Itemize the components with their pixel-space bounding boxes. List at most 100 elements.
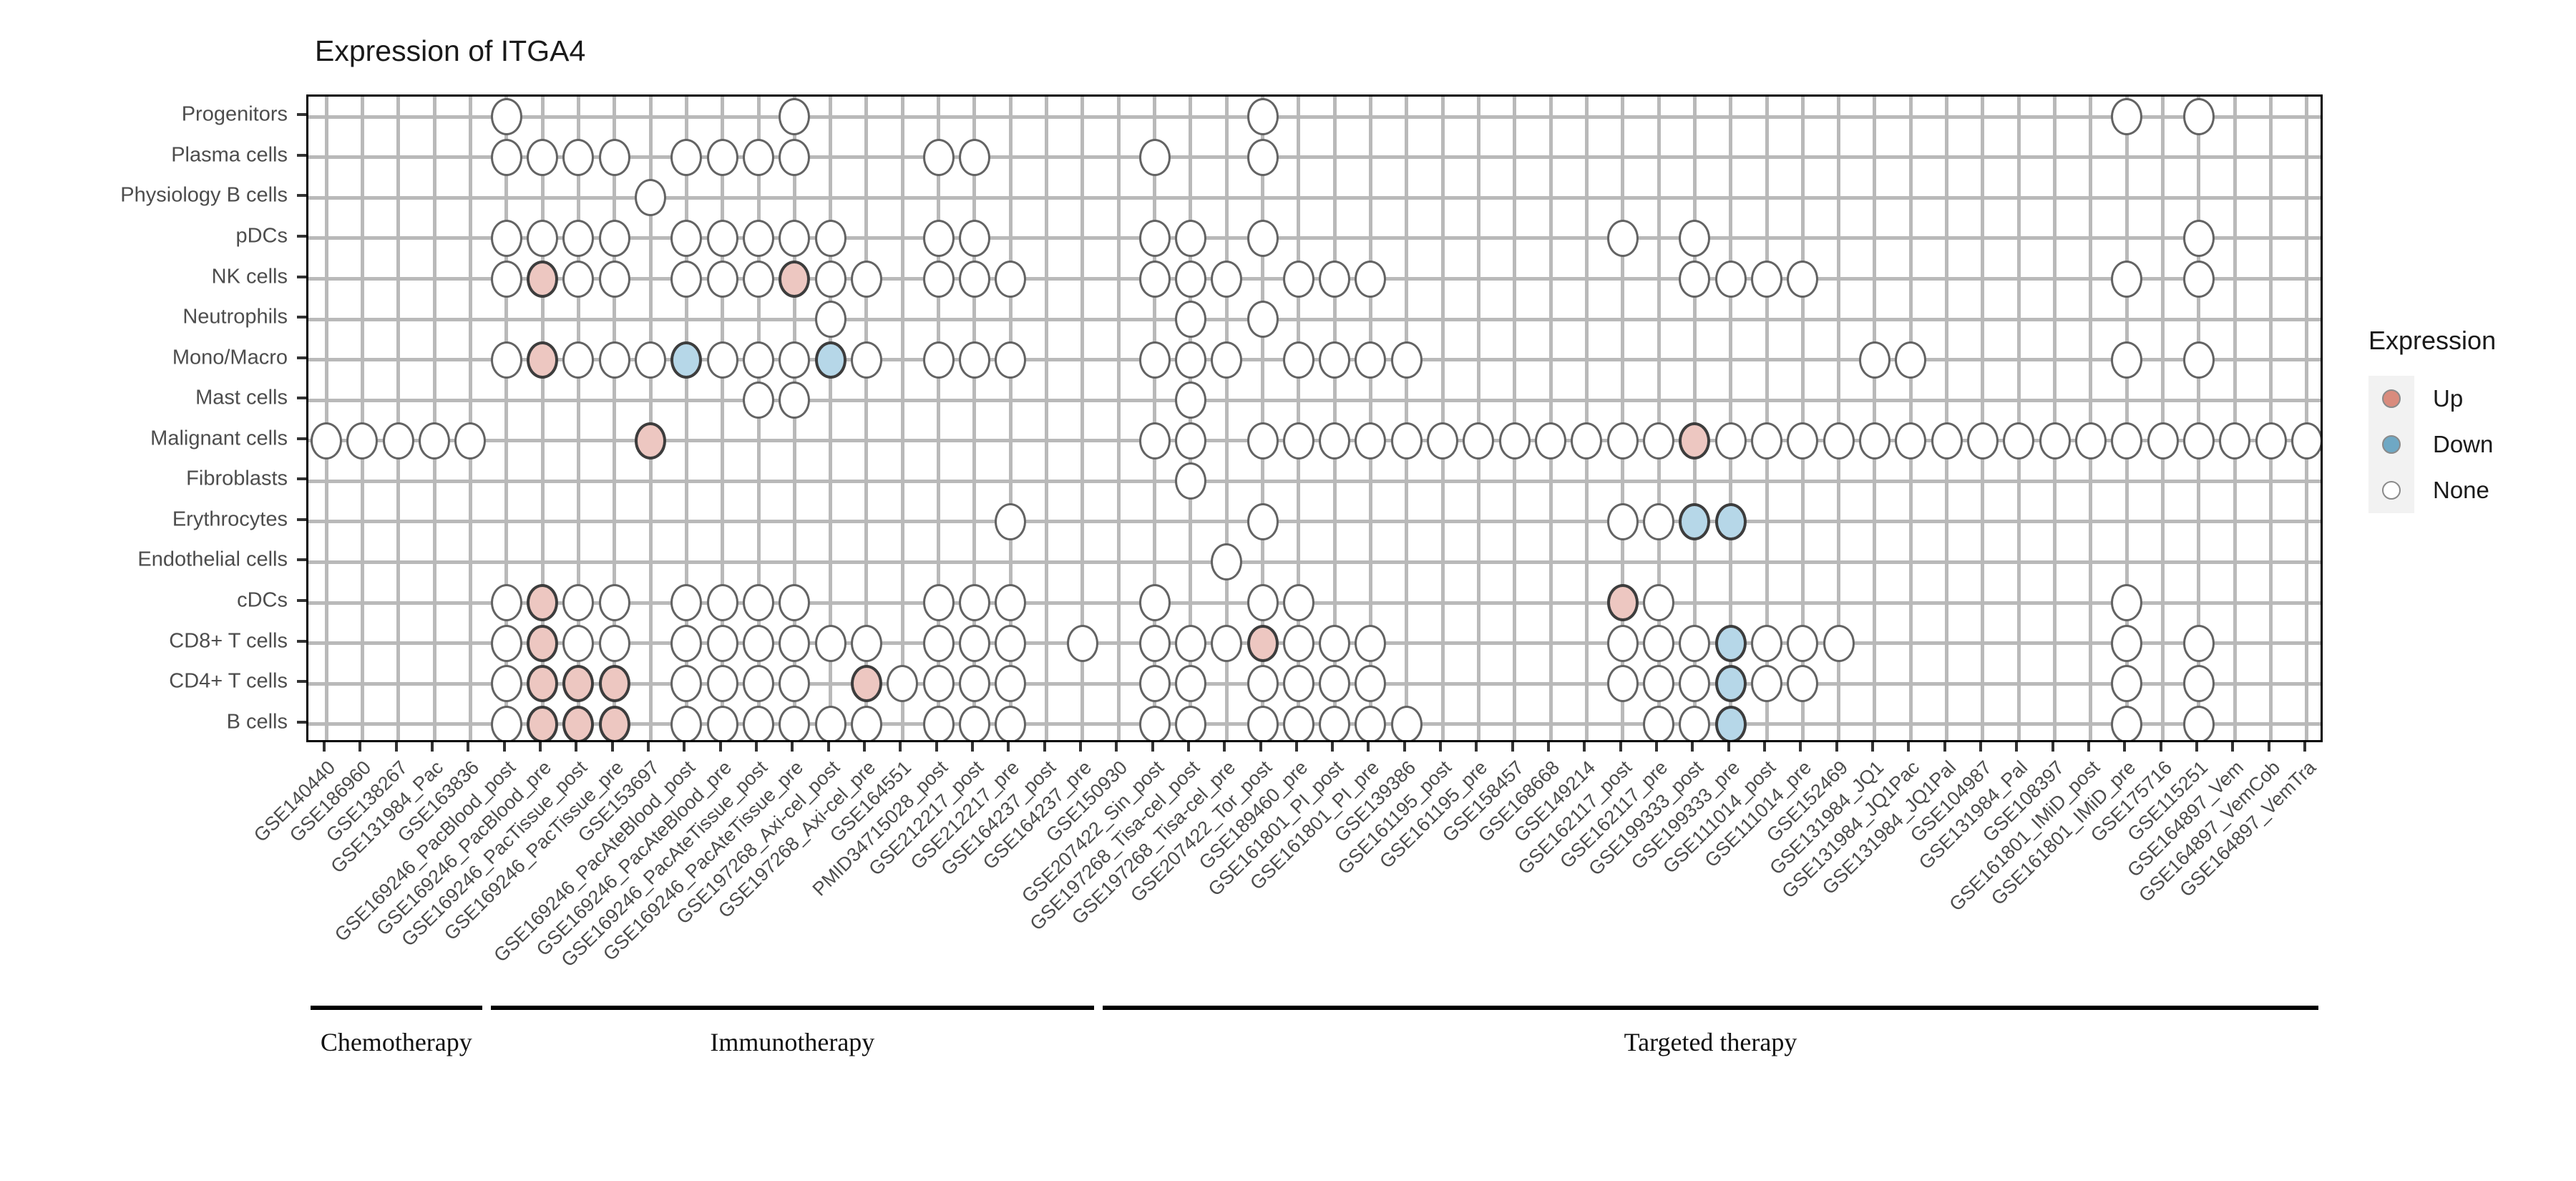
data-point[interactable] <box>1463 422 1495 460</box>
data-point[interactable] <box>1319 341 1351 379</box>
data-point[interactable] <box>346 422 379 460</box>
data-point[interactable] <box>1751 624 1783 662</box>
data-point[interactable] <box>706 260 738 298</box>
data-point[interactable] <box>1319 624 1351 662</box>
data-point[interactable] <box>1714 502 1747 540</box>
data-point[interactable] <box>706 665 738 703</box>
data-point[interactable] <box>1174 219 1206 257</box>
data-point[interactable] <box>779 584 811 622</box>
data-point[interactable] <box>527 584 559 622</box>
data-point[interactable] <box>490 98 522 136</box>
data-point[interactable] <box>670 665 703 703</box>
data-point[interactable] <box>1751 260 1783 298</box>
data-point[interactable] <box>1931 422 1963 460</box>
data-point[interactable] <box>995 624 1027 662</box>
data-point[interactable] <box>1246 98 1279 136</box>
data-point[interactable] <box>995 502 1027 540</box>
data-point[interactable] <box>1390 705 1423 740</box>
data-point[interactable] <box>2111 260 2143 298</box>
data-point[interactable] <box>562 260 595 298</box>
data-point[interactable] <box>2074 422 2107 460</box>
data-point[interactable] <box>1211 624 1243 662</box>
data-point[interactable] <box>922 584 955 622</box>
data-point[interactable] <box>1174 260 1206 298</box>
data-point[interactable] <box>1535 422 1567 460</box>
data-point[interactable] <box>706 584 738 622</box>
data-point[interactable] <box>1427 422 1459 460</box>
data-point[interactable] <box>779 341 811 379</box>
data-point[interactable] <box>779 260 811 298</box>
data-point[interactable] <box>1714 260 1747 298</box>
data-point[interactable] <box>1319 422 1351 460</box>
data-point[interactable] <box>1246 301 1279 339</box>
data-point[interactable] <box>2039 422 2071 460</box>
data-point[interactable] <box>1787 624 1819 662</box>
data-point[interactable] <box>1246 502 1279 540</box>
data-point[interactable] <box>490 138 522 176</box>
data-point[interactable] <box>1319 260 1351 298</box>
data-point[interactable] <box>598 219 630 257</box>
data-point[interactable] <box>1643 422 1675 460</box>
data-point[interactable] <box>2182 341 2215 379</box>
data-point[interactable] <box>922 219 955 257</box>
legend-item[interactable]: None <box>2368 467 2496 513</box>
data-point[interactable] <box>1066 624 1098 662</box>
data-point[interactable] <box>1751 422 1783 460</box>
data-point[interactable] <box>1858 341 1890 379</box>
data-point[interactable] <box>1498 422 1531 460</box>
data-point[interactable] <box>850 260 882 298</box>
data-point[interactable] <box>1390 341 1423 379</box>
data-point[interactable] <box>850 665 882 703</box>
data-point[interactable] <box>1174 341 1206 379</box>
data-point[interactable] <box>1643 584 1675 622</box>
data-point[interactable] <box>598 584 630 622</box>
data-point[interactable] <box>1174 301 1206 339</box>
data-point[interactable] <box>922 705 955 740</box>
data-point[interactable] <box>2111 422 2143 460</box>
data-point[interactable] <box>598 705 630 740</box>
data-point[interactable] <box>1643 665 1675 703</box>
data-point[interactable] <box>1679 665 1711 703</box>
data-point[interactable] <box>1138 422 1171 460</box>
data-point[interactable] <box>1606 624 1639 662</box>
data-point[interactable] <box>1679 219 1711 257</box>
data-point[interactable] <box>2182 665 2215 703</box>
data-point[interactable] <box>2219 422 2251 460</box>
data-point[interactable] <box>1714 705 1747 740</box>
data-point[interactable] <box>490 341 522 379</box>
data-point[interactable] <box>814 301 847 339</box>
data-point[interactable] <box>490 705 522 740</box>
data-point[interactable] <box>922 341 955 379</box>
data-point[interactable] <box>706 624 738 662</box>
data-point[interactable] <box>635 341 667 379</box>
data-point[interactable] <box>1138 341 1171 379</box>
data-point[interactable] <box>1246 705 1279 740</box>
data-point[interactable] <box>995 705 1027 740</box>
data-point[interactable] <box>2147 422 2179 460</box>
data-point[interactable] <box>922 665 955 703</box>
data-point[interactable] <box>1138 260 1171 298</box>
data-point[interactable] <box>1282 705 1314 740</box>
data-point[interactable] <box>779 381 811 419</box>
data-point[interactable] <box>814 341 847 379</box>
data-point[interactable] <box>1390 422 1423 460</box>
data-point[interactable] <box>2111 624 2143 662</box>
data-point[interactable] <box>311 422 343 460</box>
data-point[interactable] <box>958 138 990 176</box>
data-point[interactable] <box>779 219 811 257</box>
data-point[interactable] <box>1606 584 1639 622</box>
data-point[interactable] <box>1751 665 1783 703</box>
data-point[interactable] <box>814 705 847 740</box>
data-point[interactable] <box>670 705 703 740</box>
data-point[interactable] <box>706 341 738 379</box>
data-point[interactable] <box>527 219 559 257</box>
data-point[interactable] <box>743 584 775 622</box>
data-point[interactable] <box>1174 422 1206 460</box>
data-point[interactable] <box>743 138 775 176</box>
data-point[interactable] <box>1246 138 1279 176</box>
data-point[interactable] <box>1138 219 1171 257</box>
data-point[interactable] <box>779 665 811 703</box>
data-point[interactable] <box>1606 665 1639 703</box>
data-point[interactable] <box>598 624 630 662</box>
data-point[interactable] <box>598 260 630 298</box>
